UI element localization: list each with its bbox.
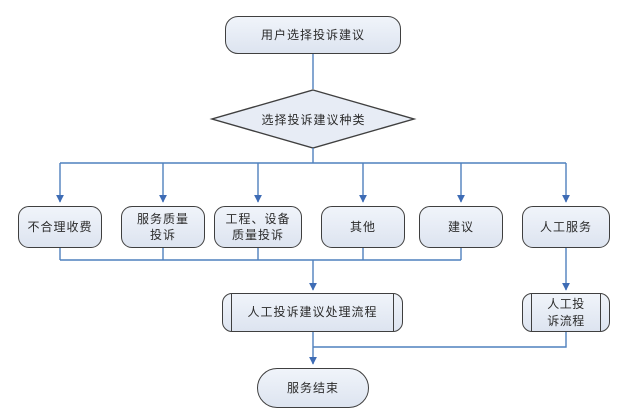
node-branch-manual-service: 人工服务 xyxy=(522,206,610,248)
node-branch-engineering-equipment: 工程、设备质量投诉 xyxy=(214,206,302,248)
node-decision: 选择投诉建议种类 xyxy=(222,90,405,148)
node-branch-other: 其他 xyxy=(321,206,405,248)
node-branch1-label: 不合理收费 xyxy=(27,219,93,234)
node-branch4-label: 其他 xyxy=(349,219,376,234)
predefined-process-bar xyxy=(531,294,533,331)
node-branch6-label: 人工服务 xyxy=(539,219,592,234)
node-end: 服务结束 xyxy=(257,368,369,408)
node-branch-suggestion: 建议 xyxy=(419,206,503,248)
node-branch2-label: 服务质量投诉 xyxy=(136,211,189,242)
node-process-main: 人工投诉建议处理流程 xyxy=(222,293,403,332)
predefined-process-bar xyxy=(599,294,601,331)
node-start: 用户选择投诉建议 xyxy=(225,16,401,54)
node-decision-label: 选择投诉建议种类 xyxy=(261,112,366,127)
node-branch5-label: 建议 xyxy=(447,219,474,234)
node-process-side-label: 人工投诉流程 xyxy=(547,297,585,328)
node-branch-service-quality: 服务质量投诉 xyxy=(121,206,205,248)
predefined-process-bar xyxy=(231,294,233,331)
predefined-process-bar xyxy=(392,294,394,331)
edge-processside-join xyxy=(313,332,567,348)
node-branch-unreasonable-fees: 不合理收费 xyxy=(18,206,102,248)
node-end-label: 服务结束 xyxy=(286,380,339,395)
node-branch3-label: 工程、设备质量投诉 xyxy=(225,211,291,242)
node-process-side: 人工投诉流程 xyxy=(522,293,610,332)
node-process-main-label: 人工投诉建议处理流程 xyxy=(247,305,378,320)
node-start-label: 用户选择投诉建议 xyxy=(260,27,365,42)
